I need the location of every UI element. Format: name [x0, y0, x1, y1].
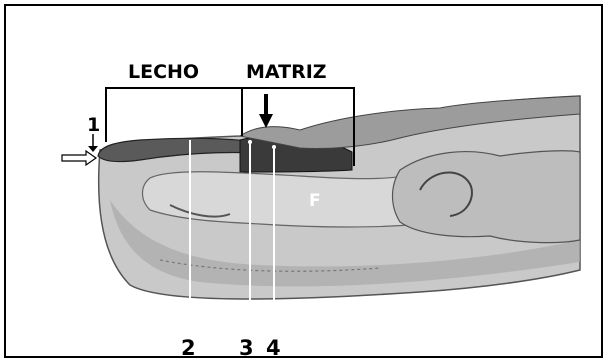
label-4: 4 [266, 336, 281, 360]
leader-dot-3 [248, 140, 252, 144]
label-2: 2 [181, 336, 196, 360]
matrix-arrow-head [259, 114, 273, 128]
label-f: F [309, 191, 321, 211]
label-lecho: LECHO [128, 61, 199, 83]
middle-phalanx-bone [393, 151, 581, 243]
label-1: 1 [87, 114, 100, 136]
hyponychium-arrow [62, 151, 96, 165]
label-matriz: MATRIZ [246, 61, 327, 83]
lecho-bracket [106, 88, 242, 142]
label-1-tick-head [88, 146, 98, 152]
leader-dot-4 [272, 145, 276, 149]
label-3: 3 [239, 336, 254, 360]
